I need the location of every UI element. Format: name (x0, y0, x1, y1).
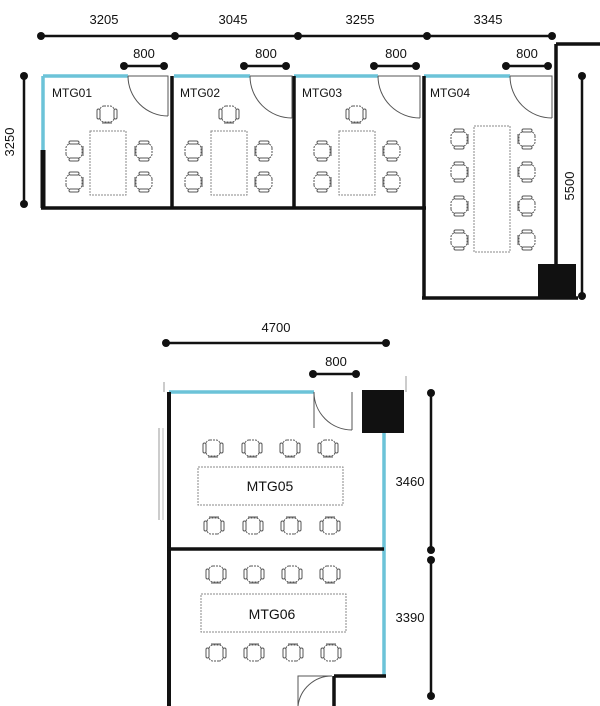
room-label-mtg06: MTG06 (249, 606, 296, 622)
office-chair-icon (65, 105, 536, 251)
dim-mtg06-height: 3390 (396, 610, 425, 625)
room-label-mtg05: MTG05 (247, 478, 294, 494)
dim-top-width-4: 3345 (474, 12, 503, 27)
lower-door-dimension (309, 370, 360, 378)
lower-width-dimension (162, 339, 390, 347)
dim-top-width-1: 3205 (90, 12, 119, 27)
room-label-mtg04: MTG04 (430, 86, 470, 100)
dim-right-height: 5500 (562, 172, 577, 201)
dim-door-2: 800 (255, 46, 277, 61)
dim-left-height: 3250 (2, 128, 17, 157)
meeting-tables-lower (197, 466, 347, 633)
door-dimension-lines (120, 62, 552, 70)
dim-door-1: 800 (133, 46, 155, 61)
top-rooms-walls (40, 42, 600, 300)
dim-top-width-2: 3045 (219, 12, 248, 27)
dim-mtg05-height: 3460 (396, 474, 425, 489)
room-label-mtg02: MTG02 (180, 86, 220, 100)
right-height-dimension (578, 72, 586, 300)
door-swing-icon (297, 391, 353, 706)
lower-rooms-walls (158, 376, 407, 706)
room-label-mtg01: MTG01 (52, 86, 92, 100)
structural-column-icon (538, 264, 576, 298)
dim-door-3: 800 (385, 46, 407, 61)
top-dimension-lines (37, 32, 556, 40)
dim-lower-width: 4700 (262, 320, 291, 335)
lower-height-dimensions (427, 389, 435, 700)
dim-door-4: 800 (516, 46, 538, 61)
dim-top-width-3: 3255 (346, 12, 375, 27)
room-label-mtg03: MTG03 (302, 86, 342, 100)
dim-lower-door: 800 (325, 354, 347, 369)
meeting-tables-top (89, 125, 511, 253)
door-swing-icon (127, 75, 553, 119)
left-height-dimension (20, 72, 28, 208)
structural-column-icon (362, 390, 404, 433)
